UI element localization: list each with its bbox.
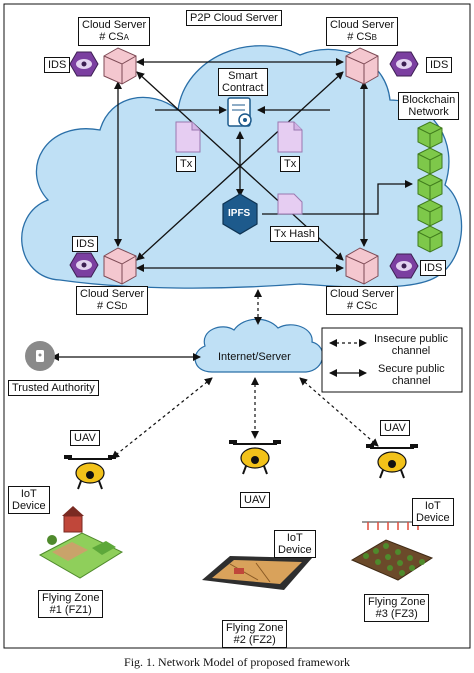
ids-c-label: IDS (420, 260, 447, 276)
iot-device-2-line1: IoT (286, 532, 303, 544)
flying-zone-1-line1: Flying Zone (42, 592, 100, 604)
server-b-line1: Cloud Server (330, 19, 395, 31)
iot-device-1-label: IoT Device (8, 486, 50, 514)
p2p-cloud-title: P2P Cloud Server (186, 10, 282, 26)
flying-zone-3-line1: Flying Zone (368, 596, 426, 608)
legend-secure-label: Secure public channel (378, 363, 445, 387)
tx-right-label: Tx (280, 156, 301, 172)
flying-zone-1-farm-image (38, 506, 124, 579)
cloud-server-d-label: Cloud Server # CSD (76, 286, 149, 315)
server-c-line1: Cloud Server (330, 288, 395, 300)
flying-zone-1-label: Flying Zone #1 (FZ1) (38, 590, 104, 618)
iot-device-2-line2: Device (278, 544, 312, 556)
cloud-server-c-icon (345, 247, 379, 285)
smart-contract-line1: Smart (228, 70, 258, 82)
ids-d-label: IDS (72, 236, 99, 252)
smart-contract-label: Smart Contract (218, 68, 268, 96)
ids-b-label: IDS (426, 57, 453, 73)
tx-hash-label: Tx Hash (270, 226, 319, 242)
ids-b-icon (389, 51, 419, 77)
ipfs-label: IPFS (228, 208, 251, 219)
iot-device-1-line2: Device (12, 500, 46, 512)
uav-1-icon (64, 455, 116, 490)
tx-hash-document-icon (277, 193, 303, 215)
iot-device-3-line2: Device (416, 512, 450, 524)
legend-insecure-line2: channel (391, 345, 431, 357)
tx-document-right-icon (277, 121, 303, 153)
legend-box (321, 327, 463, 393)
ids-a-icon (69, 51, 99, 77)
flying-zone-1-line2: #1 (FZ1) (49, 604, 92, 616)
ids-a-label: IDS (44, 57, 71, 73)
uav-2-icon (229, 440, 281, 475)
blockchain-line2: Network (408, 106, 449, 118)
legend-secure-line2: channel (392, 375, 431, 387)
ipfs-icon (222, 193, 258, 235)
uav-3-icon (366, 444, 418, 479)
ids-c-icon (389, 253, 419, 279)
internet-server-label: Internet/Server (218, 351, 291, 363)
legend-secure-line1: Secure public (378, 363, 445, 375)
legend-insecure-label: Insecure public channel (374, 333, 448, 357)
uav-3-label: UAV (380, 420, 410, 436)
cloud-server-d-icon (103, 247, 137, 285)
server-c-line2: # CSC (346, 300, 378, 312)
ids-d-icon (69, 252, 99, 278)
iot-device-3-line1: IoT (424, 500, 441, 512)
flying-zone-3-label: Flying Zone #3 (FZ3) (364, 594, 430, 622)
server-d-line1: Cloud Server (80, 288, 145, 300)
smart-contract-line2: Contract (222, 82, 264, 94)
link-ipfs-blockchain (262, 180, 413, 215)
link-internet-uav3 (299, 377, 379, 447)
figure-caption: Fig. 1. Network Model of proposed framew… (124, 655, 350, 669)
blockchain-network-label: Blockchain Network (398, 92, 460, 120)
uav-2-label: UAV (240, 492, 270, 508)
blockchain-line1: Blockchain (402, 94, 456, 106)
flying-zone-3-line2: #3 (FZ3) (375, 608, 418, 620)
server-b-line2: # CSB (347, 31, 377, 43)
flying-zone-2-field-image (202, 556, 312, 590)
internet-cloud-shape (194, 318, 324, 373)
legend-insecure-line1: Insecure public (374, 333, 448, 345)
iot-device-1-line1: IoT (20, 488, 37, 500)
trusted-authority-label: Trusted Authority (8, 380, 99, 396)
flying-zone-2-line2: #2 (FZ2) (233, 634, 276, 646)
link-internet-uav1 (111, 377, 213, 459)
tx-left-label: Tx (176, 156, 197, 172)
server-d-line2: # CSD (96, 300, 128, 312)
uav-1-label: UAV (70, 430, 100, 446)
flying-zone-2-label: Flying Zone #2 (FZ2) (222, 620, 288, 648)
cloud-server-c-label: Cloud Server # CSC (326, 286, 399, 315)
cloud-server-a-icon (103, 47, 137, 85)
cloud-server-b-icon (345, 47, 379, 85)
trusted-authority-icon (25, 341, 55, 371)
iot-device-3-label: IoT Device (412, 498, 454, 526)
server-a-line2: # CSA (99, 31, 129, 43)
server-a-line1: Cloud Server (82, 19, 147, 31)
flying-zone-2-line1: Flying Zone (226, 622, 284, 634)
blockchain-network-icon (417, 121, 443, 253)
diagram-border (3, 3, 471, 649)
tx-document-left-icon (175, 121, 201, 153)
smart-contract-icon (227, 97, 252, 127)
cloud-server-a-label: Cloud Server # CSA (78, 17, 151, 46)
iot-device-2-label: IoT Device (274, 530, 316, 558)
flying-zone-3-crops-image (350, 521, 434, 581)
cloud-server-b-label: Cloud Server # CSB (326, 17, 399, 46)
